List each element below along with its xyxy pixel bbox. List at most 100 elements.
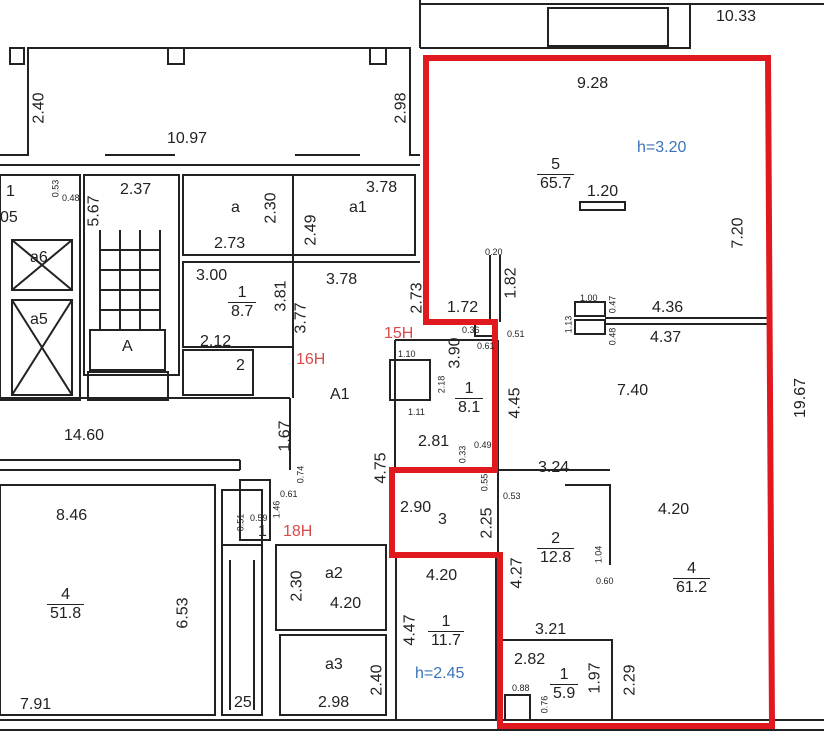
dim-053b: 0.53	[503, 491, 521, 501]
room1-117-depth: 4.47	[401, 614, 419, 646]
dim-055: 0.55	[479, 473, 490, 492]
dim-048b: 0.48	[607, 327, 618, 346]
dim-146: 1.46	[271, 500, 282, 519]
room1-lower-small2: 0.76	[539, 695, 550, 714]
dim-378b: 3.78	[326, 271, 358, 288]
dim-048: 0.48	[62, 193, 80, 203]
dim-437: 4.37	[650, 329, 682, 346]
room1-117-number: 1	[428, 613, 464, 632]
room1-small: 1	[258, 523, 267, 540]
room2-number: 2	[537, 530, 575, 549]
room-25: 25	[234, 694, 252, 711]
dim-378a: 3.78	[366, 179, 398, 196]
dim-846: 8.46	[56, 507, 88, 524]
dim-475: 4.75	[372, 452, 390, 484]
room4-label: 4 61.2	[673, 560, 711, 596]
room-a3: a3	[325, 656, 343, 673]
room1-117-height: h=2.45	[415, 665, 465, 682]
room1-upper-width: 2.81	[418, 433, 450, 450]
room1-lower-small: 0.88	[512, 683, 530, 693]
dim-298b: 2.98	[318, 694, 350, 711]
dim-230b: 2.30	[288, 570, 306, 602]
dim-100: 1.00	[580, 293, 598, 303]
dim-111: 1.11	[408, 407, 425, 417]
room4-area: 61.2	[676, 578, 708, 596]
dim-273: 2.73	[214, 235, 246, 252]
room2-area: 12.8	[540, 548, 572, 566]
dim-273b: 2.73	[408, 282, 426, 314]
dim-074: 0.74	[295, 465, 306, 484]
room1-lower-width: 3.21	[535, 621, 567, 638]
dim-049: 0.49	[474, 440, 492, 450]
room1-lower-side: 2.29	[621, 664, 639, 696]
room4-depth: 4.20	[658, 501, 690, 518]
room1-left: 1	[6, 183, 15, 200]
dim-377: 3.77	[292, 302, 310, 334]
room3-width: 2.90	[400, 499, 432, 516]
room1-lower-number: 1	[550, 666, 579, 685]
room5-label: 5 65.7	[537, 156, 575, 192]
top-balcony	[419, 0, 824, 49]
room5-depth: 7.20	[729, 217, 747, 249]
room1-upper-side: 3.90	[446, 337, 464, 369]
dim-420: 4.20	[330, 595, 362, 612]
room4-width: 7.40	[617, 382, 649, 399]
room1-upper-depth: 4.45	[506, 387, 524, 419]
room4-left-number: 4	[47, 586, 85, 605]
dim-212: 2.12	[200, 333, 232, 350]
room3-number: 3	[438, 511, 447, 528]
dim-167: 1.67	[276, 420, 294, 452]
room1-lower-inner: 2.82	[514, 651, 546, 668]
dim-237: 2.37	[120, 181, 152, 198]
north-wall	[0, 47, 420, 156]
dim-061: 0.61	[477, 341, 495, 351]
room5-width: 9.28	[577, 75, 609, 92]
dim-230a: 2.30	[262, 192, 280, 224]
dim-033: 0.33	[457, 445, 468, 464]
dim-1097: 10.97	[167, 130, 208, 147]
dim-218: 2.18	[436, 375, 447, 394]
dim-059: 0.59	[250, 513, 268, 523]
dim-061b: 0.61	[280, 489, 298, 499]
room1-87-area: 8.7	[231, 302, 254, 320]
room2-small: 1.04	[593, 545, 604, 564]
room1-117-label: 1 11.7	[428, 613, 464, 649]
dim-249: 2.49	[302, 214, 320, 246]
room2-width: 3.24	[538, 459, 570, 476]
room-a5: a5	[30, 311, 48, 328]
dim-053: 0.53	[50, 179, 61, 198]
room5-height: h=3.20	[637, 139, 687, 156]
room3-depth: 2.25	[478, 507, 496, 539]
dim-051b: 0.51	[235, 513, 246, 532]
room1-117-area: 11.7	[431, 631, 461, 649]
dim-240: 2.40	[30, 92, 48, 124]
room2-label: 2 12.8	[537, 530, 575, 566]
dim-051: 0.51	[507, 329, 525, 339]
room5-number: 5	[537, 156, 575, 175]
room5-area: 65.7	[540, 174, 572, 192]
dim-172: 1.72	[447, 299, 479, 316]
room2-small2: 0.60	[596, 576, 614, 586]
dim-047: 0.47	[607, 295, 618, 314]
label-16n: 16Н	[296, 351, 326, 368]
dim-298: 2.98	[392, 92, 410, 124]
dim-120: 1.20	[587, 183, 619, 200]
room2-small: 2	[236, 357, 245, 374]
room-a1: a1	[349, 199, 367, 216]
highlighted-premises-outline	[389, 55, 776, 729]
room1-87-label: 1 8.7	[228, 284, 257, 320]
dim-791: 7.91	[20, 696, 52, 713]
dim-436: 4.36	[652, 299, 684, 316]
dim-right-total: 19.67	[792, 377, 810, 419]
room1-upper-area: 8.1	[458, 398, 481, 416]
dim-05: 05	[0, 209, 18, 226]
room-a6: a6	[30, 249, 48, 266]
room1-upper-number: 1	[455, 380, 484, 399]
room4-left-area: 51.8	[50, 604, 82, 622]
dim-top-right: 10.33	[716, 8, 757, 25]
dim-381: 3.81	[272, 280, 290, 312]
room-a: a	[231, 199, 240, 216]
room-A: А	[122, 338, 133, 355]
room-A1: А1	[330, 386, 350, 403]
